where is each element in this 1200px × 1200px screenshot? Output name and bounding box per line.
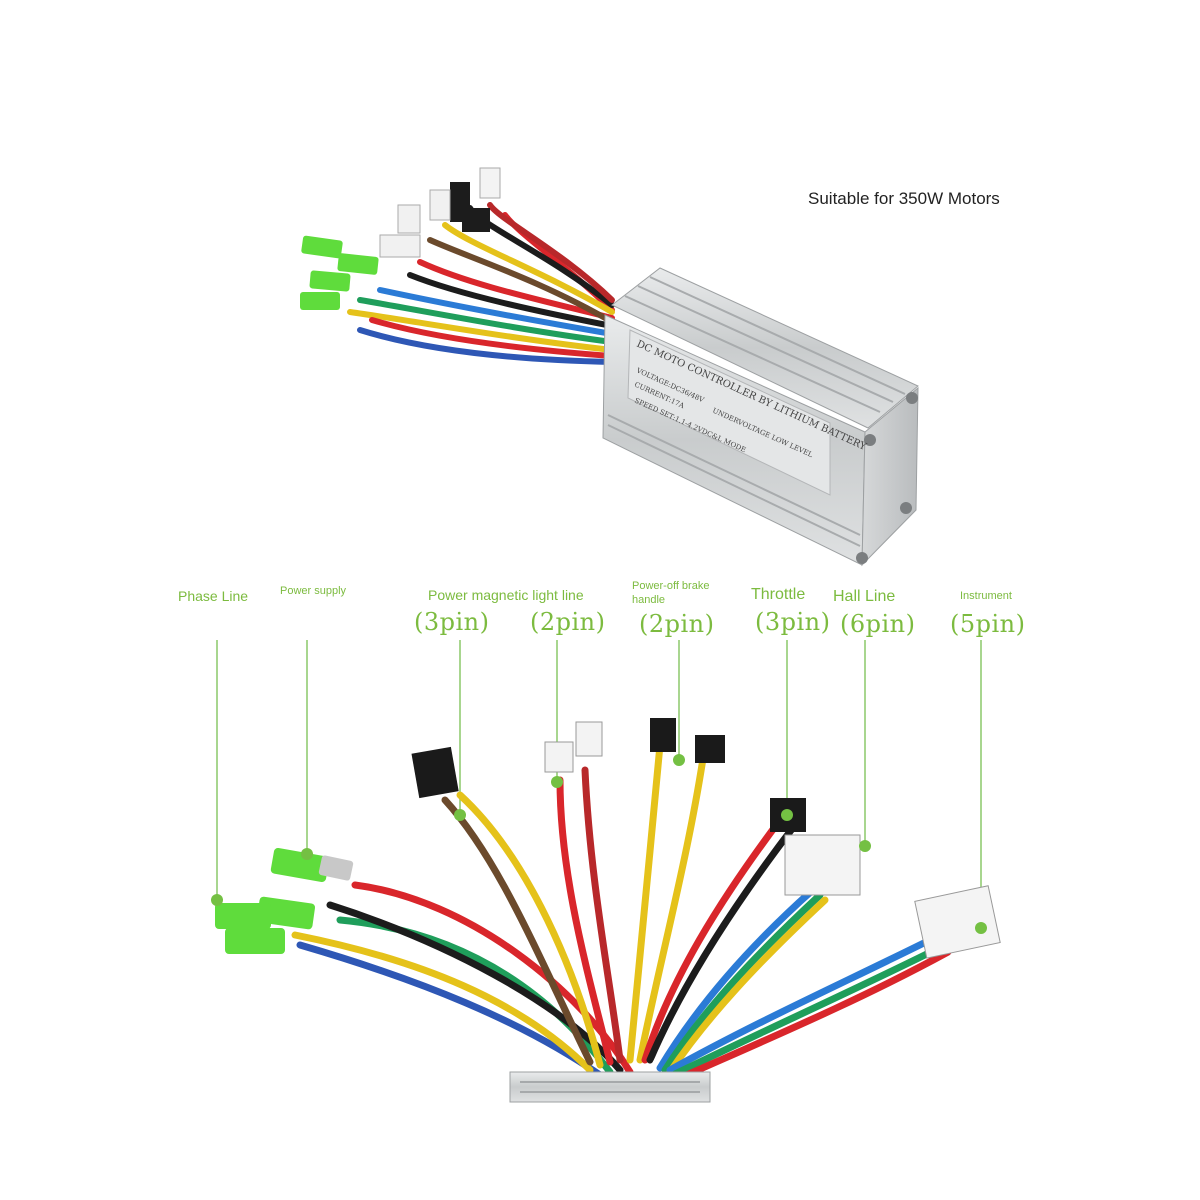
pin-throttle: (3pin) bbox=[755, 608, 831, 636]
bottom-connectors bbox=[215, 718, 1001, 1103]
label-brake-line2: handle bbox=[632, 594, 666, 606]
label-power-magnetic-light-line: Power magnetic light line bbox=[428, 587, 584, 603]
pin-brake: (2pin) bbox=[639, 610, 715, 638]
label-power-supply: Power supply bbox=[280, 585, 347, 597]
phase-line-dot bbox=[211, 894, 223, 906]
hall-dot bbox=[859, 840, 871, 852]
label-brake-line1: Power-off brake bbox=[632, 580, 710, 592]
callout-dots bbox=[211, 754, 987, 934]
bottom-wire-harness bbox=[291, 741, 952, 1082]
throttle-dot bbox=[781, 809, 793, 821]
light-line-dot bbox=[551, 776, 563, 788]
caption-suitable-motors: Suitable for 350W Motors bbox=[808, 189, 1000, 208]
pin-instrument: (5pin) bbox=[950, 610, 1026, 638]
pin-light-line: (2pin) bbox=[530, 608, 606, 636]
leader-lines bbox=[216, 640, 982, 926]
instrument-dot bbox=[975, 922, 987, 934]
brake-dot bbox=[673, 754, 685, 766]
label-throttle: Throttle bbox=[751, 586, 806, 603]
pin-power-magnetic: (3pin) bbox=[414, 608, 490, 636]
label-phase-line: Phase Line bbox=[178, 588, 249, 604]
power-magnetic-dot bbox=[454, 809, 466, 821]
label-hall-line: Hall Line bbox=[833, 588, 896, 605]
power-supply-dot bbox=[301, 848, 313, 860]
pin-hall: (6pin) bbox=[840, 610, 916, 638]
top-connectors bbox=[300, 167, 501, 310]
label-instrument: Instrument bbox=[960, 590, 1012, 602]
top-wire-harness bbox=[347, 202, 615, 365]
controller-housing bbox=[602, 267, 919, 567]
